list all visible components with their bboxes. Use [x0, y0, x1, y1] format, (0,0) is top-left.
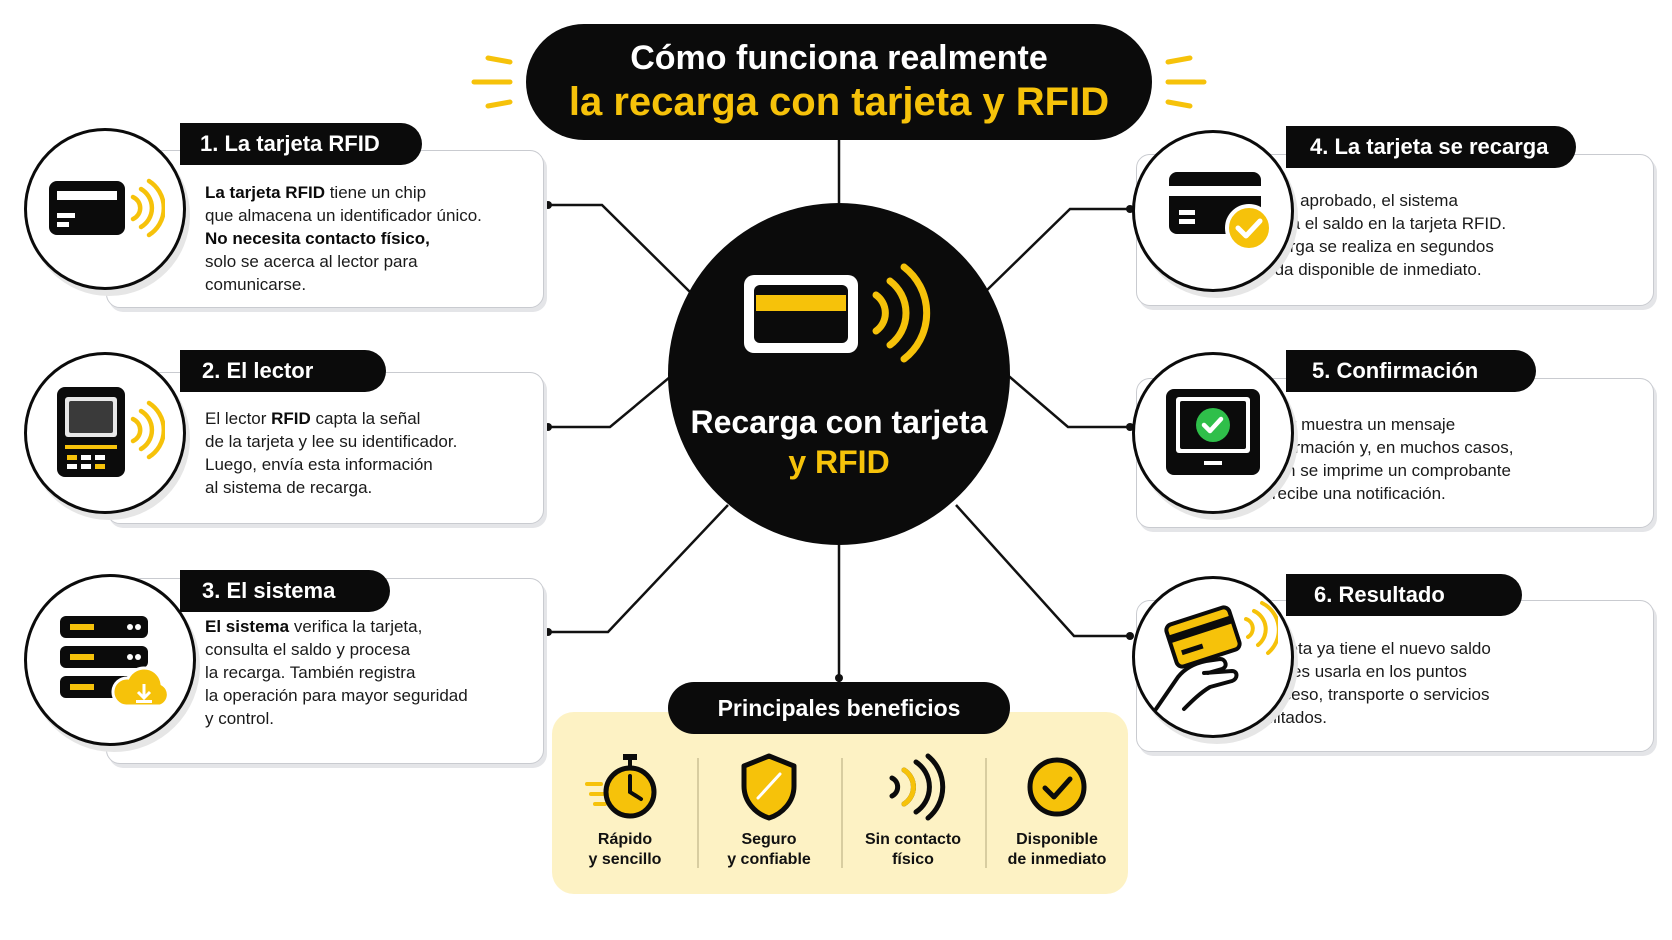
benefit-available-line-2: de inmediato: [1007, 851, 1107, 868]
benefits-title: Principales beneficios: [668, 682, 1010, 734]
step-1-icon-circle: [24, 128, 186, 290]
benefit-secure-line-2: y confiable: [727, 851, 811, 868]
title-line-2: la recarga con tarjeta y RFID: [568, 80, 1110, 124]
benefit-secure-line-1: Seguro: [741, 831, 797, 848]
hub-title-line-1: Recarga con tarjeta: [690, 404, 988, 440]
benefit-contactless-line-1: Sin contacto: [864, 831, 961, 848]
rfid-reader-icon: [57, 387, 165, 477]
hand-card-icon: [1154, 601, 1278, 711]
title-banner: Cómo funciona realmente la recarga con t…: [526, 24, 1152, 140]
benefit-fast-line-1: Rápido: [597, 831, 653, 848]
step-4-icon-circle: [1132, 130, 1294, 292]
check-circle-icon: [1027, 757, 1087, 817]
step-6-description: Tu tarjeta ya tiene el nuevo saldo y pue…: [1241, 639, 1491, 727]
benefit-divider: [697, 758, 699, 868]
benefit-divider: [841, 758, 843, 868]
step-6-icon-circle: [1132, 576, 1294, 738]
step-5-icon-circle: [1132, 352, 1294, 514]
benefit-fast-line-2: y sencillo: [588, 851, 662, 868]
central-hub: Recarga con tarjeta y RFID: [668, 203, 1010, 545]
step-3-icon-circle: [24, 574, 196, 746]
step-5-title: 5. Confirmación: [1286, 350, 1536, 392]
hub-title-line-2: y RFID: [788, 444, 890, 480]
step-6-title: 6. Resultado: [1286, 574, 1522, 616]
rfid-card-wave-icon: [744, 263, 931, 363]
benefit-available: Disponible de inmediato: [985, 752, 1129, 882]
step-2-title: 2. El lector: [180, 350, 386, 392]
benefit-contactless: Sin contacto físico: [841, 752, 985, 882]
right-burst-icon: [1165, 55, 1207, 109]
benefit-available-line-1: Disponible: [1016, 831, 1098, 848]
benefit-divider: [985, 758, 987, 868]
step-4-title: 4. La tarjeta se recarga: [1286, 126, 1576, 168]
step-1-description: La tarjeta RFID tiene un chip que almace…: [205, 183, 482, 294]
contactless-icon: [889, 753, 946, 821]
left-burst-icon: [471, 55, 513, 109]
step-1-title: 1. La tarjeta RFID: [180, 123, 422, 165]
monitor-check-icon: [1166, 389, 1260, 475]
card-check-icon: [1169, 172, 1273, 252]
title-line-1: Cómo funciona realmente: [630, 39, 1048, 77]
step-3-title: 3. El sistema: [180, 570, 390, 612]
rfid-card-icon: [49, 178, 165, 238]
step-2-icon-circle: [24, 352, 186, 514]
server-cloud-icon: [60, 616, 170, 708]
step-2-description: El lector RFID capta la señal de la tarj…: [205, 409, 458, 497]
stopwatch-icon: [585, 754, 657, 819]
step-3-description: El sistema verifica la tarjeta, consulta…: [205, 617, 468, 728]
benefit-contactless-line-2: físico: [892, 851, 934, 868]
benefit-secure: Seguro y confiable: [697, 752, 841, 882]
benefit-fast: Rápido y sencillo: [553, 752, 697, 882]
shield-icon: [741, 753, 797, 821]
step-5-description: El lector muestra un mensaje de confirma…: [1235, 415, 1514, 503]
